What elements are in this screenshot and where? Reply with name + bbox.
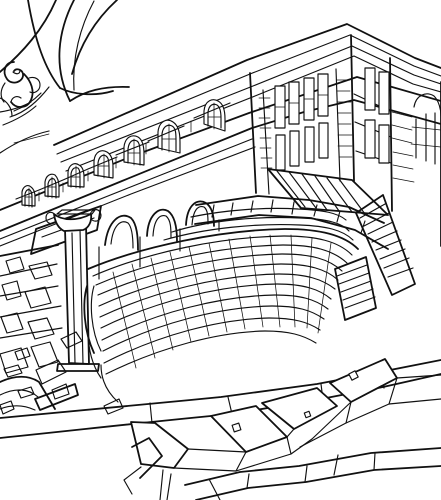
scattered-rubble-stones: [0, 347, 124, 415]
amphitheater-seating-rows: [83, 207, 359, 403]
lower-arcade-arches: [98, 200, 220, 280]
small-rectangular-slots: [231, 370, 359, 433]
left-column-and-capital: [30, 205, 102, 372]
top-left-frame-piece: [0, 0, 130, 154]
arched-windows-row: [15, 99, 231, 208]
stair-aisles: [334, 194, 416, 321]
ruined-seating-left: [0, 244, 83, 411]
ornamental-scroll-carving: [0, 61, 41, 117]
historic-building-facade: [0, 23, 441, 247]
bottom-angled-structure: [0, 358, 441, 500]
